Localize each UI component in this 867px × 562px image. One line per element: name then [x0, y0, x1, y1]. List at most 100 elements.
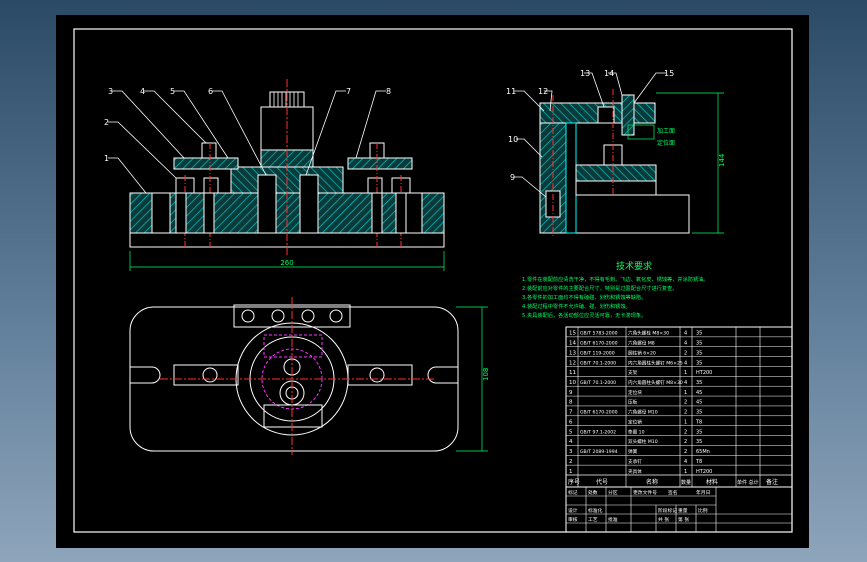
title-block-label: 更改文件号: [633, 489, 657, 496]
bom-header-name: 名称: [646, 478, 658, 486]
title-block-label: 第 张: [678, 516, 689, 523]
notes-title: 技术要求: [616, 260, 652, 272]
title-block-label: 标记: [568, 489, 578, 496]
bom-cell-seq: 2: [569, 459, 573, 465]
note-line-4: 4.装配过程中零件不允许磕、碰、划伤和锈蚀。: [522, 302, 631, 310]
bom-cell-qty: 2: [684, 410, 687, 416]
bom-cell-name: 垫圈 10: [628, 428, 645, 435]
front-view: 1 2 3 4 5 6 7 8 260: [104, 79, 445, 271]
bom-cell-material: T8: [695, 419, 702, 425]
bom-cell-seq: 4: [569, 439, 573, 445]
title-block-label: 工艺: [588, 517, 598, 523]
balloon-11: 11: [506, 87, 516, 96]
bom-cell-qty: 4: [684, 360, 687, 366]
bom-cell-name: 压板: [628, 399, 638, 406]
bom-cell-code: GB/T 119-2000: [580, 350, 615, 356]
bom-cell-name: 内六角圆柱头螺钉 M6×25: [628, 359, 683, 366]
title-block-label: 批准: [608, 516, 618, 523]
balloon-2: 2: [104, 118, 109, 127]
title-block-label: 审核: [568, 516, 578, 523]
bom-header: 序号 代号 名称 数量 材料 单件 总计 备注: [566, 474, 792, 486]
title-block: 标记处数分区更改文件号签名年月日设计标准化阶段标记重量比例审核工艺批准共 张第 …: [565, 486, 793, 533]
balloon-10: 10: [508, 135, 518, 144]
title-block-label: 阶段标记: [658, 507, 677, 514]
balloon-6: 6: [208, 87, 213, 96]
bom-cell-material: 45: [696, 400, 702, 406]
bom-cell-material: 35: [696, 341, 702, 347]
bom-cell-seq: 15: [569, 331, 576, 337]
bom-cell-seq: 13: [569, 350, 576, 356]
drawing-sheet: 1 2 3 4 5 6 7 8 260 加工面 定位面: [56, 15, 809, 548]
balloon-12: 12: [538, 87, 548, 96]
title-block-label: 年月日: [696, 489, 710, 496]
bom-cell-qty: 1: [684, 370, 687, 376]
title-block-label: 标准化: [588, 507, 603, 514]
bom-cell-material: HT200: [696, 469, 712, 475]
bom-cell-material: HT200: [696, 370, 712, 376]
side-tag-b: 定位面: [657, 139, 675, 147]
balloon-3: 3: [108, 87, 113, 96]
bom-cell-material: 35: [696, 410, 702, 416]
bom-header-code: 代号: [596, 478, 608, 486]
bom-cell-material: T8: [695, 459, 702, 465]
title-block-label: 处数: [588, 489, 598, 496]
bom-cell-qty: 2: [684, 439, 687, 445]
bom-cell-seq: 5: [569, 429, 573, 435]
title-block-label: 设计: [568, 507, 578, 514]
side-view: 加工面 定位面 144 9 10 11 12 13 14 15: [506, 69, 726, 237]
bom-cell-qty: 2: [684, 449, 687, 455]
bom-cell-code: GB/T 2089-1994: [580, 449, 618, 455]
bom-cell-code: GB/T 6170-2000: [580, 410, 618, 416]
bom-cell-qty: 4: [684, 341, 687, 347]
bom-cell-seq: 14: [569, 341, 576, 347]
side-balloons: 9 10 11 12 13 14 15: [506, 69, 674, 182]
bom-cell-name: 定位销: [628, 418, 642, 425]
bom-cell-code: GB/T 97.1-2002: [580, 429, 616, 435]
balloon-4: 4: [140, 87, 145, 96]
bom-cell-material: 35: [696, 360, 702, 366]
bom-cell-qty: 1: [684, 419, 687, 425]
bom-cell-seq: 11: [569, 370, 576, 376]
note-line-1: 1.零件在装配前应清洗干净，不得有毛刺、飞边、氧化皮、锈蚀等，并涂防锈油。: [522, 275, 709, 283]
bom-cell-qty: 2: [684, 429, 687, 435]
title-block-label: 重量: [678, 507, 688, 514]
bom-cell-seq: 7: [569, 410, 573, 416]
bom-cell-qty: 1: [684, 469, 687, 475]
bom-cell-qty: 4: [684, 380, 687, 386]
bom-cell-code: GB/T 70.1-2000: [580, 360, 616, 366]
title-block-labels: 标记处数分区更改文件号签名年月日设计标准化阶段标记重量比例审核工艺批准共 张第 …: [568, 489, 710, 523]
bom-cell-material: 35: [696, 350, 702, 356]
title-block-label: 分区: [608, 489, 618, 496]
balloon-5: 5: [170, 87, 175, 96]
bom-header-remark: 备注: [766, 478, 778, 486]
bom-cell-qty: 4: [684, 331, 687, 337]
bom-cell-seq: 9: [569, 390, 573, 396]
balloon-7: 7: [346, 87, 351, 96]
balloon-9: 9: [510, 173, 515, 182]
bom-cell-code: GB/T 5783-2000: [580, 331, 618, 337]
bom-cell-seq: 12: [569, 360, 576, 366]
inner-frame: [73, 28, 793, 533]
front-balloons: 1 2 3 4 5 6 7 8: [104, 87, 391, 163]
bom-cell-name: 支承钉: [628, 458, 642, 465]
bom-cell-seq: 10: [569, 380, 576, 386]
bom-cell-seq: 8: [569, 400, 573, 406]
bom-cell-name: 夹具体: [628, 468, 642, 475]
top-view: 108: [129, 297, 490, 455]
bom-cell-name: 支架: [628, 369, 638, 376]
bom-cell-qty: 4: [684, 459, 687, 465]
note-line-2: 2.装配前应对零件的主要配合尺寸，特别是过盈配合尺寸进行复查。: [522, 284, 677, 292]
bom-cell-material: 65Mn: [696, 449, 710, 455]
bom-cell-code: GB/T 70.1-2000: [580, 380, 616, 386]
balloon-8: 8: [386, 87, 391, 96]
title-block-label: 签名: [668, 489, 678, 496]
bom-header-seq: 序号: [568, 478, 580, 486]
side-tag-a: 加工面: [657, 127, 675, 135]
cad-drawing: 1 2 3 4 5 6 7 8 260 加工面 定位面: [73, 28, 793, 533]
balloon-14: 14: [604, 69, 614, 78]
bom-cell-name: 六角螺母 M8: [628, 340, 655, 347]
bom-cell-code: GB/T 6170-2000: [580, 341, 618, 347]
bom-cell-qty: 2: [684, 350, 687, 356]
bom-cell-name: 六角头螺栓 M8×30: [628, 330, 669, 337]
bom-cell-material: 45: [696, 390, 702, 396]
